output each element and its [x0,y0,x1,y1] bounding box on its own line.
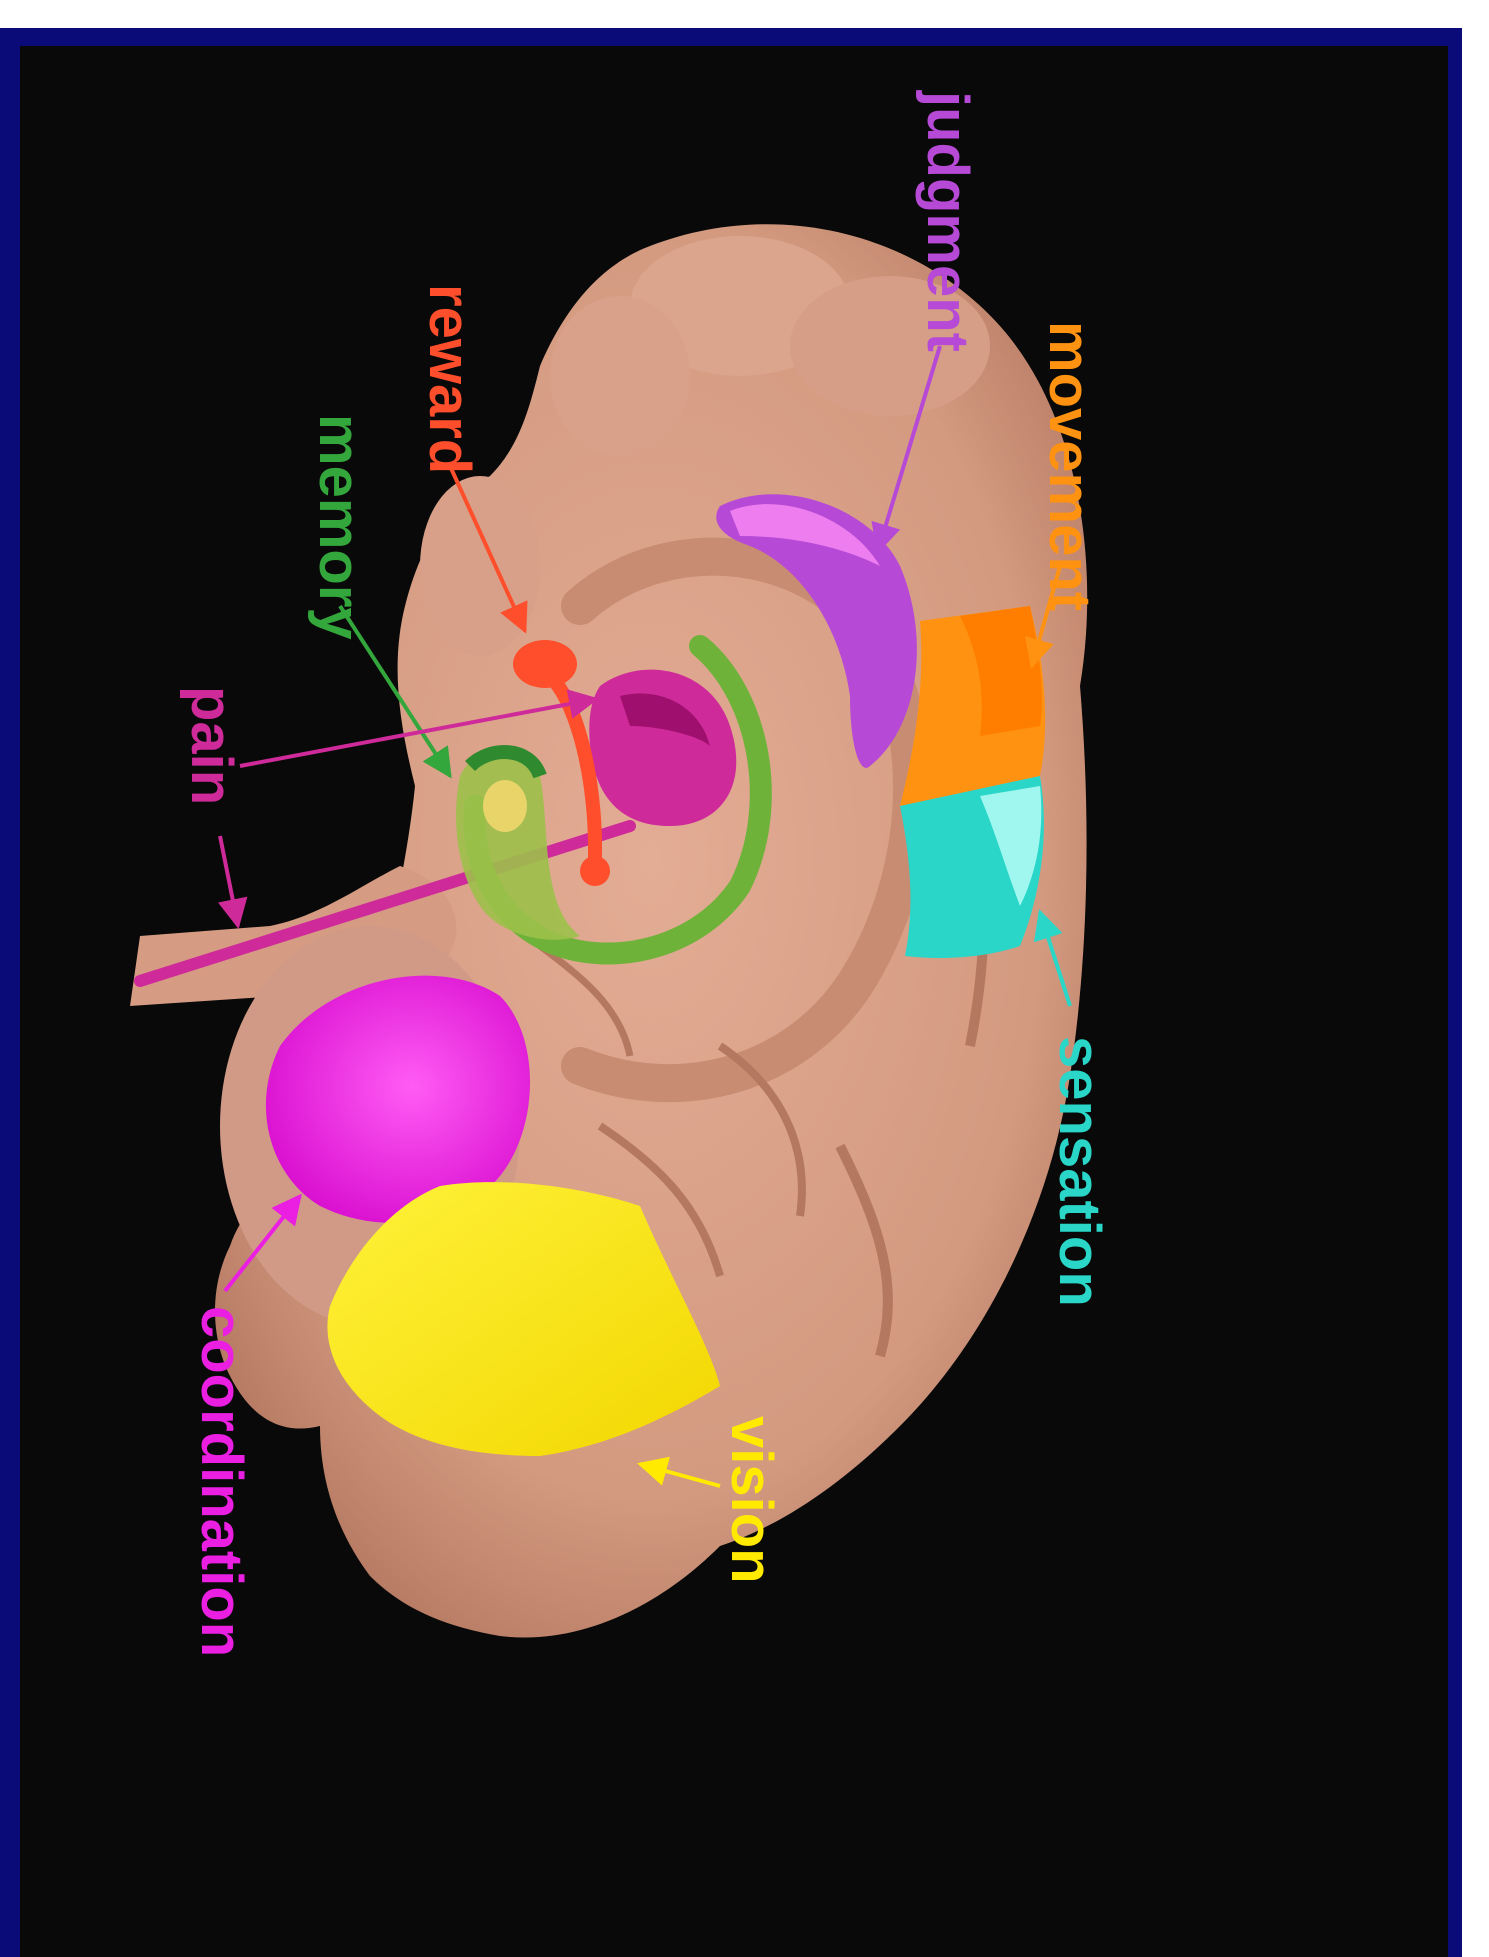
frontal-bump-3 [550,296,690,456]
image-frame: judgment movement reward memory pain sen… [0,28,1462,1957]
memory-label: memory [307,414,372,640]
movement-label: movement [1037,321,1102,611]
reward-label: reward [417,284,482,474]
coordination-label: coordination [189,1306,254,1657]
pain-arrow-bottom [220,836,238,926]
memory-spot [483,780,527,832]
reward-end [580,856,610,886]
pain-label: pain [179,686,244,805]
sensation-label: sensation [1047,1036,1112,1307]
brain-diagram-panel: judgment movement reward memory pain sen… [20,46,1448,1957]
brain-diagram: judgment movement reward memory pain sen… [20,46,1448,1957]
judgment-label: judgment [915,90,980,352]
vision-label: vision [719,1416,784,1584]
